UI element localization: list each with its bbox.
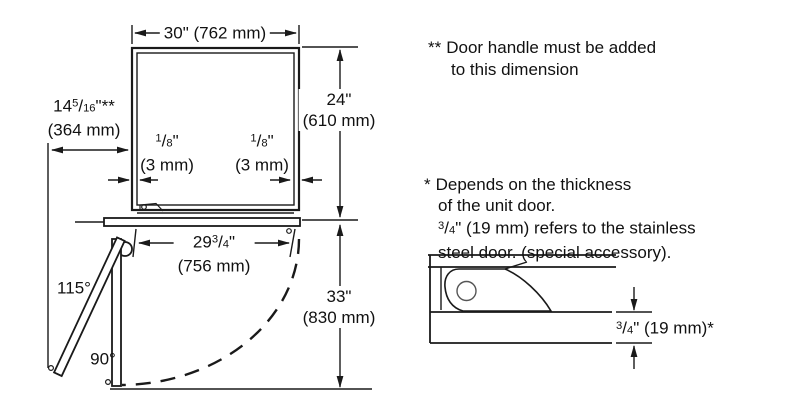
note-door-thickness: *Depends on the thickness of the unit do… — [424, 175, 696, 262]
dim-thickness-lines — [616, 287, 652, 369]
dim-gap-right-label: 1/8" (3 mm) — [235, 129, 289, 176]
footnote-marker-single: * — [424, 175, 431, 194]
open-door-115 — [47, 236, 126, 378]
dim-width-value: 30" (762 mm) — [163, 23, 267, 43]
dim-swing-label: 33" (830 mm) — [298, 286, 380, 328]
closed-door-plan — [75, 202, 301, 234]
dim-gap-right-in: 1/8" — [250, 131, 274, 151]
footnote-marker-double: ** — [428, 38, 442, 57]
dim-door-width-in: 293/4" — [192, 232, 236, 252]
dim-height-label: 24" (610 mm) — [298, 89, 380, 131]
dim-gap-left-in: 1/8" — [155, 131, 179, 151]
dim-gap-left-label: 1/8" (3 mm) — [140, 129, 194, 176]
dim-swing-in: 33" — [326, 287, 352, 306]
dim-door-width-label: 293/4" (756 mm) — [173, 229, 255, 277]
dim-gap-left-mm: (3 mm) — [140, 155, 194, 175]
dimension-lines — [47, 25, 372, 390]
angle-115-label: 115° — [57, 278, 91, 298]
dim-gap-right-mm: (3 mm) — [235, 155, 289, 175]
hinge-section — [428, 254, 616, 344]
dim-protrusion-mm: (364 mm) — [47, 120, 121, 140]
angle-90-label: 90° — [90, 349, 116, 369]
dim-protrusion-in: 145/16"** — [53, 96, 115, 116]
dim-height-in: 24" — [326, 90, 352, 109]
hinge-body — [444, 268, 553, 312]
note-door-handle: **Door handle must be added to this dime… — [428, 38, 657, 79]
hinge-pin — [456, 280, 477, 302]
door-swing-arc — [121, 238, 301, 387]
dim-width-label: 30" (762 mm) — [159, 22, 271, 44]
dim-height-mm: (610 mm) — [302, 111, 376, 130]
dim-door-width-mm: (756 mm) — [177, 256, 251, 276]
dim-swing-mm: (830 mm) — [302, 308, 376, 327]
dim-thickness-label: 3/4" (19 mm)* — [616, 318, 714, 338]
dim-protrusion-label: 145/16"** (364 mm) — [48, 94, 121, 141]
hinge-plan-detail — [139, 202, 164, 212]
